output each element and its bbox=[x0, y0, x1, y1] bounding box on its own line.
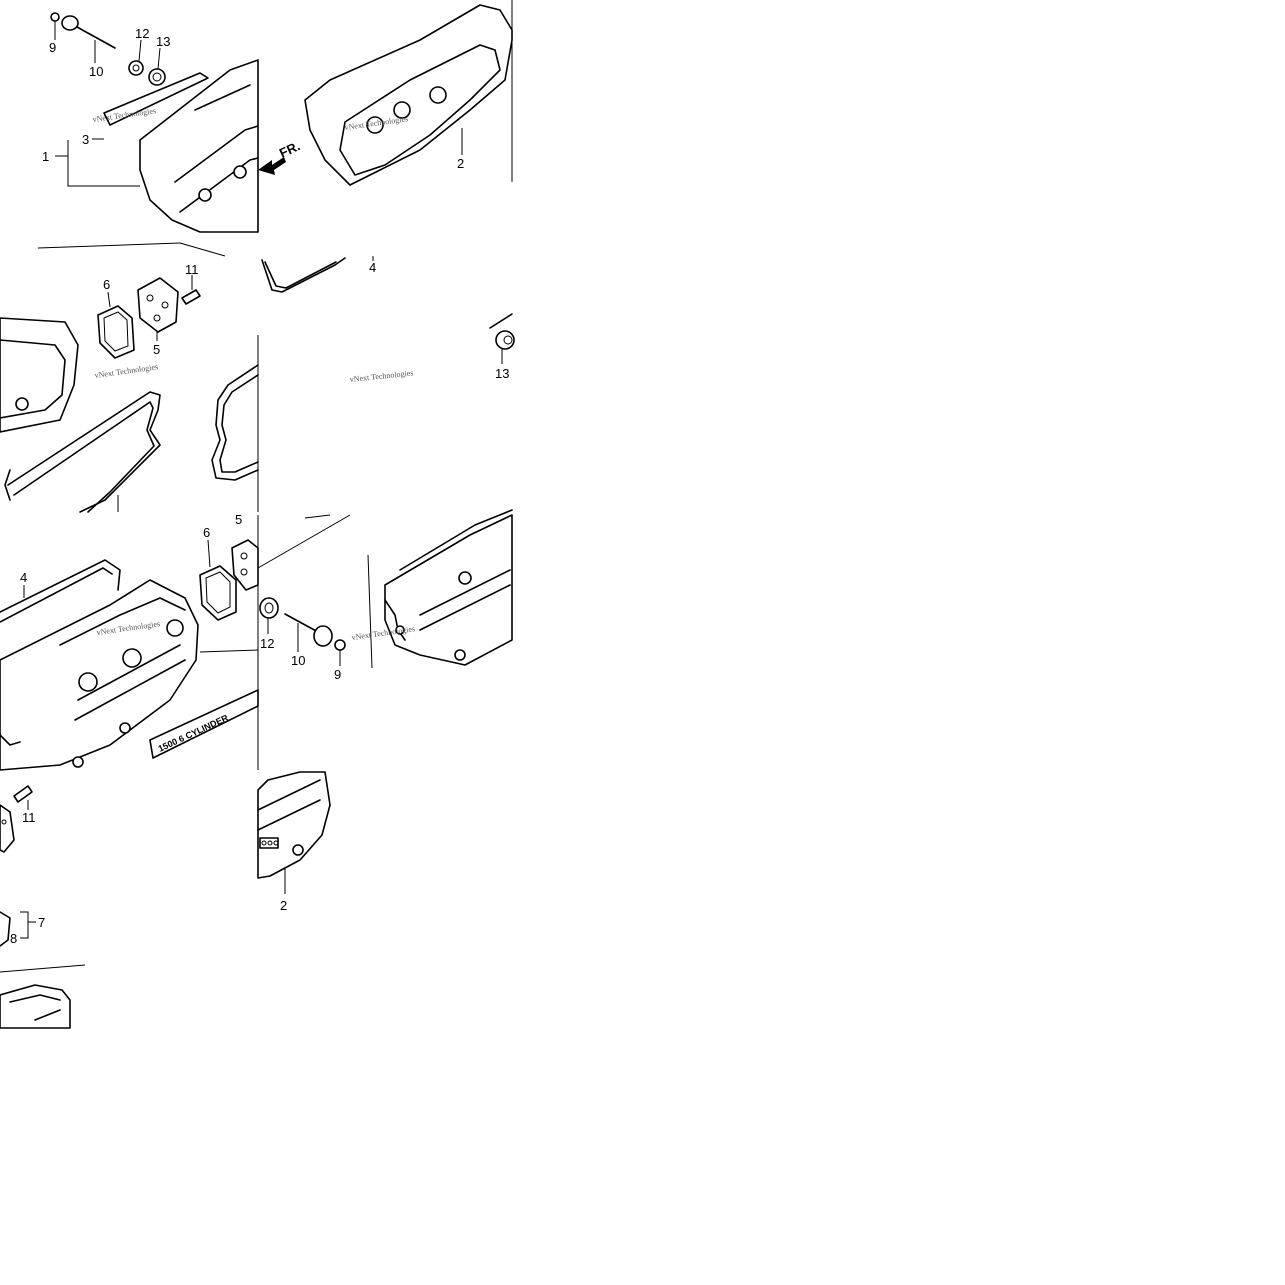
tile-top-left: 9 10 12 13 3 1 FR. vNext Technologies bbox=[42, 12, 302, 233]
emblem-partial bbox=[259, 837, 279, 849]
callout-1: 1 bbox=[42, 149, 49, 164]
callout-8: 8 bbox=[10, 931, 17, 946]
callout-6b: 6 bbox=[203, 525, 210, 540]
cover-section-left bbox=[0, 317, 79, 433]
seal-6 bbox=[97, 305, 135, 359]
tile-middle-left: 6 5 11 vNext Technologies bbox=[0, 242, 259, 513]
bolt-10b-shaft bbox=[284, 613, 319, 633]
head-cover-2b bbox=[384, 514, 513, 666]
callout-4: 4 bbox=[369, 260, 376, 275]
watermark-3: vNext Technologies bbox=[94, 362, 159, 380]
callout-4b: 4 bbox=[20, 570, 27, 585]
callout-6: 6 bbox=[103, 277, 110, 292]
callout-2: 2 bbox=[457, 156, 464, 171]
tile-top-right: 2 vNext Technologies bbox=[304, 0, 513, 186]
tile-lower-right: 12 10 9 vNext Technologies bbox=[257, 509, 513, 682]
head-cover-partial bbox=[0, 984, 71, 1029]
tile-lower-left: 4 1500 6 CYLINDER 6 5 vNext Technologies bbox=[0, 512, 259, 771]
head-cover-assembled bbox=[0, 579, 199, 771]
tile-bottom-middle: 2 bbox=[257, 771, 331, 913]
callout-10: 10 bbox=[89, 64, 103, 79]
bolt-10-shaft bbox=[76, 26, 116, 49]
callout-12: 12 bbox=[135, 26, 149, 41]
callout-7: 7 bbox=[38, 915, 45, 930]
front-arrow-icon bbox=[258, 157, 286, 175]
nut-9 bbox=[50, 12, 60, 22]
gasket-3 bbox=[103, 72, 209, 126]
washer-12 bbox=[128, 60, 144, 76]
callout-9b: 9 bbox=[334, 667, 341, 682]
grommet-13 bbox=[148, 68, 166, 86]
washer-12b bbox=[259, 597, 279, 619]
bolt-10b-head bbox=[313, 625, 333, 647]
bolt-11b bbox=[13, 785, 33, 803]
tile-bottom-left: 11 7 8 bbox=[0, 785, 86, 1029]
bolt-11 bbox=[181, 289, 201, 305]
cap-5c bbox=[0, 804, 15, 853]
callout-3: 3 bbox=[82, 132, 89, 147]
cap-5 bbox=[137, 277, 179, 333]
grommet-13b bbox=[495, 330, 515, 350]
tile-middle-right: 4 13 vNext Technologies bbox=[261, 256, 515, 384]
callout-13b: 13 bbox=[495, 366, 509, 381]
head-cover-2 bbox=[304, 4, 513, 186]
callout-5b: 5 bbox=[235, 512, 242, 527]
callout-9: 9 bbox=[49, 40, 56, 55]
callout-10b: 10 bbox=[291, 653, 305, 668]
callout-5: 5 bbox=[153, 342, 160, 357]
nut-9b bbox=[334, 639, 346, 651]
callout-2b: 2 bbox=[280, 898, 287, 913]
seal-6b bbox=[199, 565, 237, 621]
callout-11b: 11 bbox=[22, 810, 36, 825]
callout-13: 13 bbox=[156, 34, 170, 49]
callout-12b: 12 bbox=[260, 636, 274, 651]
bolt-10-head bbox=[61, 15, 79, 31]
watermark-4: vNext Technologies bbox=[349, 368, 414, 384]
callout-11: 11 bbox=[185, 262, 199, 277]
head-cover-1 bbox=[139, 59, 259, 233]
front-marker: FR. bbox=[277, 138, 302, 160]
head-cover-2c bbox=[257, 771, 331, 879]
